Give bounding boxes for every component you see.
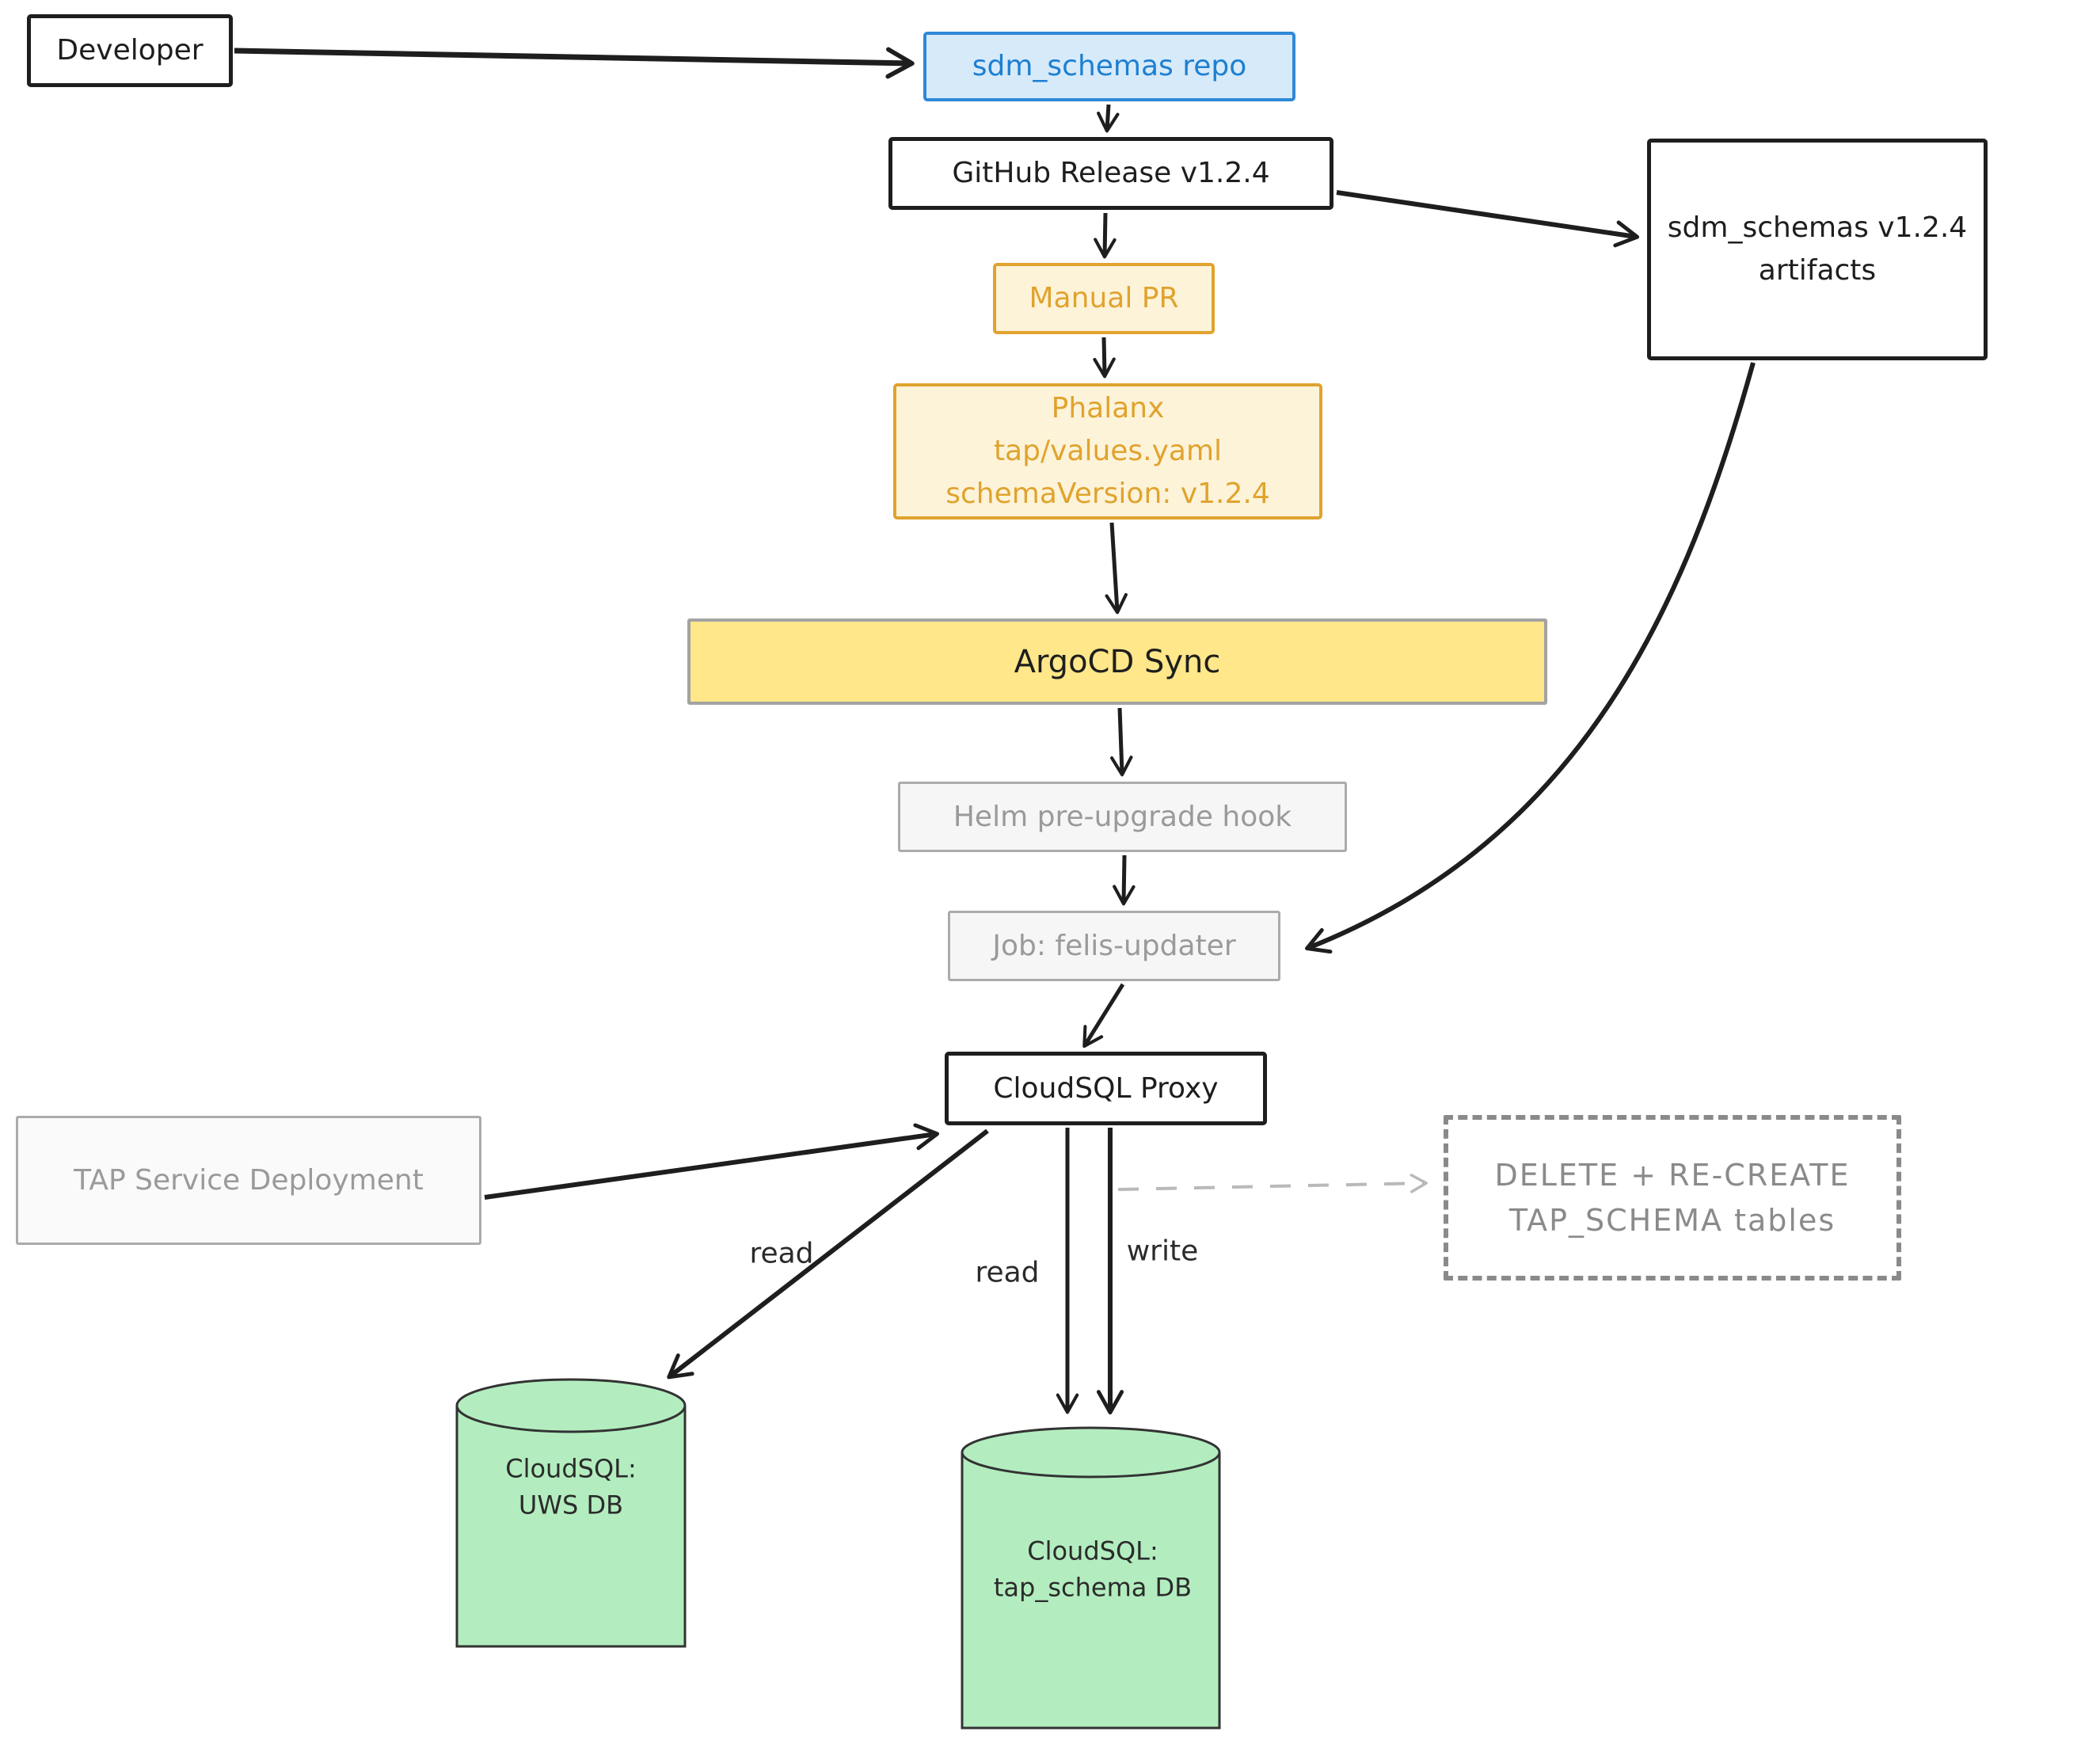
node-github-release: GitHub Release v1.2.4 <box>888 137 1333 210</box>
edge-tap-service-to-proxy <box>484 1123 940 1200</box>
edge-developer-to-repo <box>234 47 915 79</box>
edge-job-to-proxy <box>1082 983 1125 1048</box>
edge-argocd-to-helm <box>1110 707 1133 777</box>
node-phalanx-values: Phalanx tap/values.yaml schemaVersion: v… <box>893 383 1322 519</box>
node-manual-pr: Manual PR <box>993 263 1215 334</box>
edge-artifacts-to-job <box>1305 362 1756 954</box>
node-argocd-sync: ArgoCD Sync <box>687 618 1547 705</box>
edge-proxy-to-delete-recreate <box>1117 1174 1428 1193</box>
tap-schema-db-label: CloudSQL: tap_schema DB <box>993 1536 1193 1603</box>
edge-label-read-tap: read <box>975 1256 1040 1289</box>
node-delete-recreate-tap-schema-label: DELETE + RE-CREATE TAP_SCHEMA tables <box>1494 1157 1851 1238</box>
tap-schema-db-cylinder <box>961 1426 1221 1730</box>
node-manual-pr-label: Manual PR <box>1029 282 1179 314</box>
edge-label-write-tap: write <box>1126 1235 1199 1268</box>
edge-proxy-to-uws-db-read <box>667 1128 989 1380</box>
edge-repo-to-release <box>1097 104 1120 133</box>
edge-release-to-artifacts <box>1336 190 1640 248</box>
uws-db-label: CloudSQL: UWS DB <box>505 1453 637 1520</box>
node-helm-pre-upgrade-hook: Helm pre-upgrade hook <box>898 782 1347 852</box>
node-github-release-label: GitHub Release v1.2.4 <box>952 157 1270 189</box>
edge-label-read-uws: read <box>749 1237 814 1270</box>
node-felis-updater-job: Job: felis-updater <box>948 911 1280 981</box>
node-tap-service-deployment: TAP Service Deployment <box>16 1116 481 1245</box>
node-cloudsql-proxy: CloudSQL Proxy <box>945 1052 1267 1125</box>
node-sdm-schemas-repo: sdm_schemas repo <box>923 32 1295 101</box>
node-sdm-schemas-repo-label: sdm_schemas repo <box>972 50 1247 82</box>
node-developer-label: Developer <box>56 34 204 67</box>
node-delete-recreate-tap-schema: DELETE + RE-CREATE TAP_SCHEMA tables <box>1444 1115 1901 1281</box>
node-artifacts: sdm_schemas v1.2.4 artifacts <box>1647 139 1988 360</box>
node-argocd-sync-label: ArgoCD Sync <box>1014 643 1221 680</box>
edge-manual-pr-to-phalanx <box>1093 337 1116 379</box>
node-phalanx-values-label: Phalanx tap/values.yaml schemaVersion: v… <box>945 392 1270 510</box>
node-developer: Developer <box>27 14 233 87</box>
uws-db-cylinder <box>455 1378 687 1648</box>
node-artifacts-label: sdm_schemas v1.2.4 artifacts <box>1667 211 1968 287</box>
node-helm-pre-upgrade-hook-label: Helm pre-upgrade hook <box>953 800 1292 833</box>
node-cloudsql-proxy-label: CloudSQL Proxy <box>993 1071 1219 1105</box>
node-felis-updater-job-label: Job: felis-updater <box>992 929 1236 962</box>
edge-phalanx-to-argocd <box>1105 522 1128 615</box>
node-tap-service-deployment-label: TAP Service Deployment <box>74 1163 424 1197</box>
